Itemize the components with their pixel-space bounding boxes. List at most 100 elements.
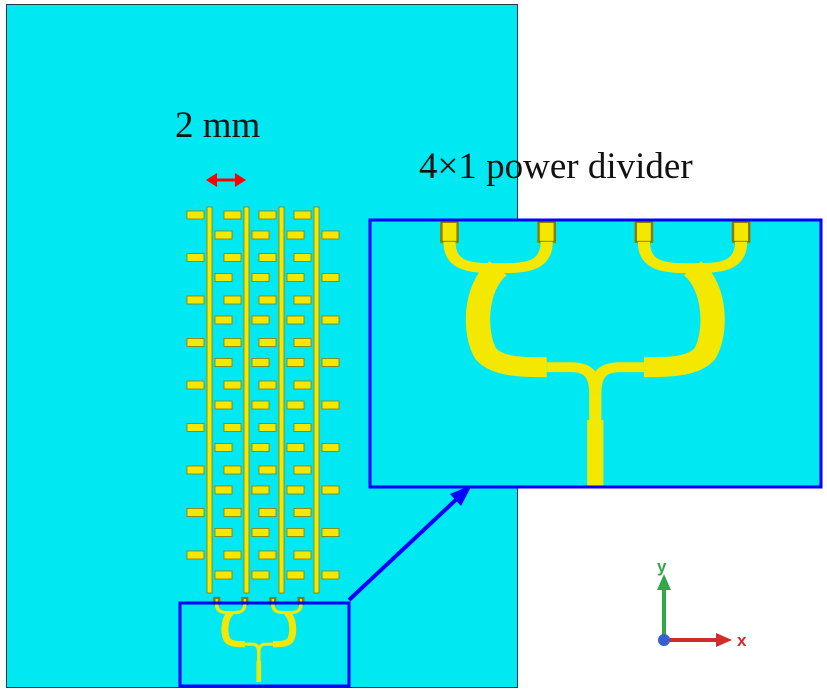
patch-element bbox=[251, 358, 270, 367]
patch-element bbox=[321, 485, 340, 495]
callout-arrow-line bbox=[347, 493, 463, 602]
patch-element bbox=[251, 485, 270, 495]
divider-first-stage bbox=[214, 604, 247, 615]
patch-element bbox=[214, 358, 233, 367]
patch-element bbox=[293, 550, 312, 560]
inset-border bbox=[368, 218, 823, 489]
divider-arm bbox=[257, 642, 273, 653]
patch-element bbox=[251, 528, 270, 537]
patch-element bbox=[223, 550, 242, 560]
patch-element bbox=[321, 528, 340, 537]
divider-stem bbox=[257, 652, 261, 661]
patch-element bbox=[286, 315, 305, 325]
antenna-array bbox=[186, 206, 340, 594]
patch-element bbox=[186, 550, 205, 560]
divider-arm bbox=[589, 362, 644, 394]
patch-element bbox=[293, 423, 312, 432]
patch-element bbox=[251, 273, 270, 282]
callout-arrowhead bbox=[450, 485, 472, 506]
power-divider-label: 4×1 power divider bbox=[419, 146, 693, 187]
patch-element bbox=[321, 273, 340, 282]
patch-element bbox=[214, 528, 233, 537]
patch-element bbox=[258, 338, 277, 347]
dimension-arrow bbox=[206, 173, 246, 187]
divider-bend bbox=[272, 610, 297, 648]
patch-element bbox=[293, 338, 312, 347]
patch-element bbox=[293, 253, 312, 262]
patch-element bbox=[286, 485, 305, 495]
patch-element bbox=[251, 570, 270, 580]
patch-element bbox=[286, 273, 305, 282]
patch-element bbox=[223, 253, 242, 262]
zoomed-power-divider bbox=[440, 221, 751, 486]
patch-element bbox=[214, 570, 233, 580]
patch-element bbox=[286, 358, 305, 367]
divider-output-port bbox=[440, 221, 459, 243]
patch-element bbox=[223, 465, 242, 475]
patch-element bbox=[214, 400, 233, 410]
patch-element bbox=[258, 423, 277, 432]
patch-element bbox=[286, 230, 305, 240]
patch-element bbox=[186, 380, 205, 390]
divider-output-port bbox=[634, 221, 654, 243]
patch-element bbox=[321, 315, 340, 325]
divider-arm bbox=[244, 642, 261, 653]
patch-element bbox=[251, 400, 270, 410]
feed-line bbox=[243, 206, 250, 594]
patch-element bbox=[186, 423, 205, 432]
patch-element bbox=[286, 400, 305, 410]
patch-element bbox=[286, 528, 305, 537]
patch-element bbox=[214, 273, 233, 282]
patch-element bbox=[258, 508, 277, 517]
feed-line bbox=[278, 206, 285, 594]
patch-element bbox=[321, 400, 340, 410]
patch-element bbox=[321, 570, 340, 580]
axis-x-label: x bbox=[737, 631, 747, 650]
divider-input-line bbox=[587, 420, 604, 486]
axis-triad: y x bbox=[657, 557, 747, 650]
patch-element bbox=[223, 380, 242, 390]
patch-element bbox=[321, 230, 340, 240]
patch-element bbox=[223, 423, 242, 432]
patch-element bbox=[186, 253, 205, 262]
patch-element bbox=[293, 508, 312, 517]
divider-zoom-inset bbox=[368, 218, 823, 489]
divider-stem bbox=[589, 393, 602, 420]
patch-element bbox=[258, 253, 277, 262]
divider-output-port bbox=[537, 221, 557, 243]
divider-output-port bbox=[731, 221, 751, 243]
patch-element bbox=[223, 508, 242, 517]
patch-element bbox=[214, 315, 233, 325]
y-axis-arrowhead bbox=[657, 574, 671, 590]
small-power-divider bbox=[213, 596, 305, 682]
dimension-label: 2 mm bbox=[175, 105, 261, 146]
divider-input-line bbox=[256, 661, 262, 682]
patch-element bbox=[258, 380, 277, 390]
feed-line bbox=[313, 206, 320, 594]
patch-element bbox=[321, 358, 340, 367]
patch-element bbox=[251, 443, 270, 452]
patch-element bbox=[214, 485, 233, 495]
patch-element bbox=[223, 210, 242, 220]
patch-element bbox=[258, 465, 277, 475]
patch-element bbox=[293, 295, 312, 305]
patch-element bbox=[223, 338, 242, 347]
patch-element bbox=[293, 465, 312, 475]
patch-element bbox=[223, 295, 242, 305]
patch-element bbox=[251, 230, 270, 240]
divider-bend bbox=[643, 261, 725, 378]
divider-first-stage bbox=[271, 604, 303, 615]
axis-y-label: y bbox=[657, 557, 667, 576]
patch-element bbox=[321, 443, 340, 452]
feed-line bbox=[206, 206, 213, 594]
z-axis-dot bbox=[658, 634, 670, 646]
patch-element bbox=[214, 443, 233, 452]
divider-highlight-box bbox=[178, 601, 351, 688]
divider-bend bbox=[221, 610, 245, 648]
patch-element bbox=[186, 338, 205, 347]
x-axis-arrowhead bbox=[716, 633, 732, 647]
patch-element bbox=[251, 315, 270, 325]
patch-element bbox=[186, 295, 205, 305]
patch-element bbox=[186, 210, 205, 220]
